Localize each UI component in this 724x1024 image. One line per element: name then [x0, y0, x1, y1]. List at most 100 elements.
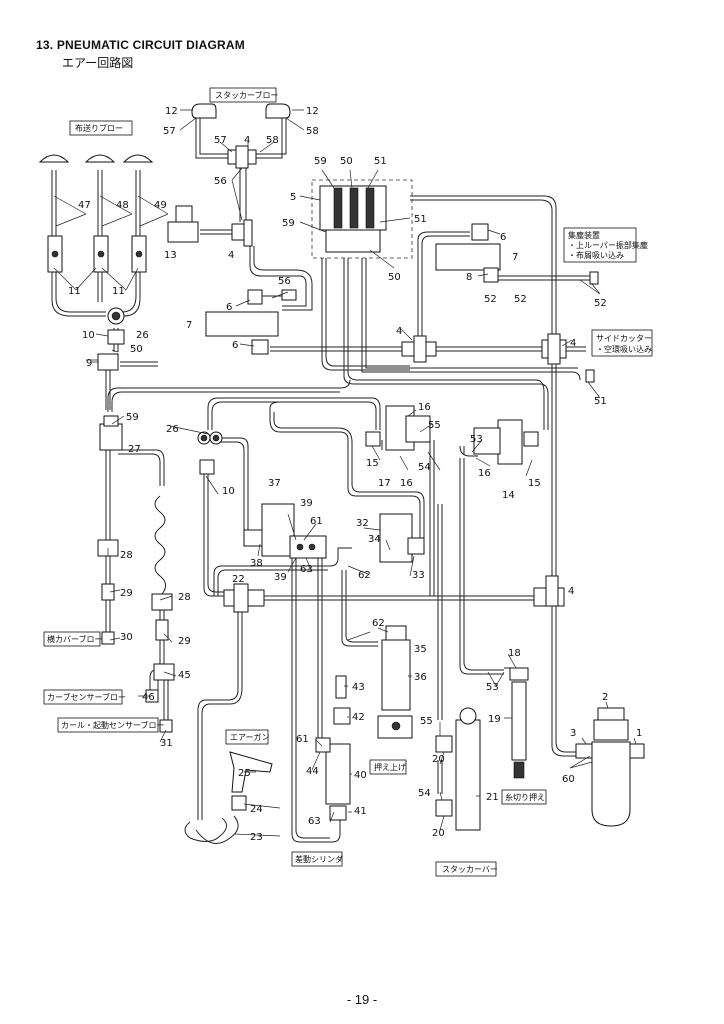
- solenoid-valve-32: [379, 513, 413, 563]
- part-num-50: 50: [340, 156, 353, 167]
- double-fitting-core-a: [200, 434, 208, 442]
- part-num-59: 59: [314, 156, 327, 167]
- side-cutter-sub: ・空環吸い込み: [596, 344, 652, 354]
- part-num-52: 52: [594, 298, 607, 309]
- dust-collector-sub1: ・上ルーパー振部集塵: [568, 240, 648, 250]
- part-num-19: 19: [488, 714, 501, 725]
- fitting-1: [629, 743, 645, 759]
- differential-cylinder-40: [325, 743, 351, 805]
- part-num-38: 38: [250, 558, 263, 569]
- part-num-13: 13: [164, 250, 177, 261]
- thread-cut-presser-label: 糸切り押え: [505, 792, 545, 802]
- part-num-31: 31: [160, 738, 173, 749]
- part-num-18: 18: [508, 648, 521, 659]
- solenoid-valve-17-body: [405, 415, 431, 443]
- part-num-59: 59: [126, 412, 139, 423]
- part-num-2: 2: [602, 692, 608, 703]
- valve-manifold-39: [289, 535, 327, 559]
- part-num-11: 11: [68, 286, 81, 297]
- elbow-fitting-6a: [247, 289, 263, 305]
- tee-fitting-4-center-body: [413, 335, 427, 363]
- leader-lines: [53, 109, 637, 837]
- part-num-10: 10: [222, 486, 235, 497]
- side-cover-blow-label: 横カバーブロー: [47, 634, 103, 644]
- part-num-4: 4: [228, 250, 234, 261]
- nozzle-30: [101, 631, 115, 645]
- differential-cylinder-label: 差動シリンダ: [295, 854, 343, 864]
- part-num-52: 52: [514, 294, 527, 305]
- fitting-33: [407, 537, 425, 555]
- part-num-20: 20: [432, 828, 445, 839]
- part-num-50: 50: [388, 272, 401, 283]
- stacker-bar-label: スタッカーバー: [442, 865, 498, 874]
- solenoid-coil-1: [333, 187, 343, 229]
- part-num-49: 49: [154, 200, 167, 211]
- cylinder-36-cap: [385, 625, 407, 641]
- part-num-43: 43: [352, 682, 365, 693]
- tee-fitting-4-lower-body: [545, 575, 559, 607]
- fitting-15b: [523, 431, 539, 447]
- part-num-57: 57: [214, 135, 227, 146]
- elbow-fitting-6b: [251, 339, 269, 355]
- part-num-4: 4: [570, 338, 576, 349]
- flow-control-knob-a: [51, 250, 59, 258]
- filter-bowl: [591, 741, 631, 827]
- component-43: [335, 675, 347, 699]
- part-num-60: 60: [562, 774, 575, 785]
- sensor-29a: [101, 583, 115, 601]
- part-num-63: 63: [300, 564, 313, 575]
- part-num-61: 61: [310, 516, 323, 527]
- tee-fitting-22-body: [233, 583, 249, 613]
- part-num-46: 46: [142, 692, 155, 703]
- cylinder-36: [381, 639, 411, 711]
- part-num-5: 5: [290, 192, 296, 203]
- part-num-23: 23: [250, 832, 263, 843]
- page-title: 13. PNEUMATIC CIRCUIT DIAGRAM: [36, 38, 245, 52]
- pneumatic-cylinder-7-right: [435, 243, 501, 271]
- part-num-16: 16: [478, 468, 491, 479]
- part-num-54: 54: [418, 462, 431, 473]
- outlet-52: [589, 271, 599, 285]
- part-num-47: 47: [78, 200, 91, 211]
- part-num-11: 11: [112, 286, 125, 297]
- blow-head-3: [122, 154, 154, 163]
- part-num-28: 28: [120, 550, 133, 561]
- fitting-18: [509, 667, 529, 681]
- part-num-22: 22: [232, 574, 245, 585]
- part-num-6: 6: [500, 232, 506, 243]
- part-numbers: 12 12 57 58 57 4 58 56 4 13 47 48 49 11 …: [68, 106, 642, 843]
- cylinder-19-rod: [513, 761, 525, 779]
- flow-control-knob-c: [135, 250, 143, 258]
- part-num-25: 25: [238, 768, 251, 779]
- part-num-12: 12: [306, 106, 319, 117]
- part-num-35: 35: [414, 644, 427, 655]
- presser-lift-pin: [391, 721, 401, 731]
- part-num-56: 56: [278, 276, 291, 287]
- part-num-61: 61: [296, 734, 309, 745]
- fitting-3: [575, 743, 593, 759]
- flow-control-knob-b: [97, 250, 105, 258]
- part-num-10: 10: [82, 330, 95, 341]
- part-num-21: 21: [486, 792, 499, 803]
- part-num-54: 54: [418, 788, 431, 799]
- part-num-55: 55: [420, 716, 433, 727]
- solenoid-valve-manifold-outline: [311, 179, 413, 259]
- part-num-3: 3: [570, 728, 576, 739]
- outlet-51: [585, 369, 595, 383]
- part-num-20: 20: [432, 754, 445, 765]
- stacker-bar-cylinder-21: [455, 719, 481, 831]
- blow-head-1: [38, 154, 70, 163]
- inlet-fitting-9: [97, 353, 119, 371]
- part-num-62: 62: [358, 570, 371, 581]
- filter-regulator-head: [593, 719, 629, 741]
- part-num-15: 15: [366, 458, 379, 469]
- part-num-33: 33: [412, 570, 425, 581]
- solenoid-coil-3: [365, 187, 375, 229]
- fitting-38: [243, 529, 263, 547]
- part-num-55: 55: [428, 420, 441, 431]
- part-num-26: 26: [166, 424, 179, 435]
- part-num-36: 36: [414, 672, 427, 683]
- solenoid-valve-base: [325, 229, 381, 253]
- dust-collector-label: 集塵装置: [568, 230, 600, 240]
